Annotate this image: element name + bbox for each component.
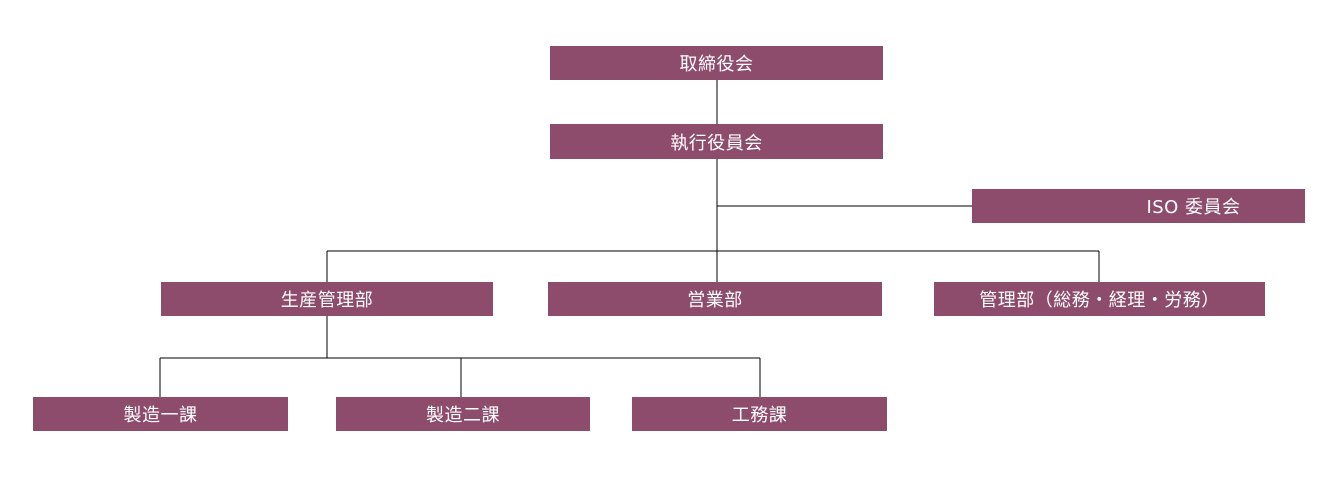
- board-of-directors-label: 取締役会: [679, 54, 754, 75]
- production-management-dept-label: 生産管理部: [280, 290, 374, 311]
- manufacturing-section-2-label: 製造二課: [426, 405, 500, 426]
- engineering-section-box: 工務課: [632, 397, 887, 431]
- production-management-dept-box: 生産管理部: [161, 282, 493, 316]
- sales-dept-label: 営業部: [687, 290, 743, 311]
- manufacturing-section-1-box: 製造一課: [33, 397, 288, 431]
- manufacturing-section-2-box: 製造二課: [336, 397, 590, 431]
- executive-committee-label: 執行役員会: [670, 132, 763, 154]
- board-of-directors-box: 取締役会: [550, 46, 883, 80]
- executive-committee-box: 執行役員会: [550, 124, 883, 159]
- sales-dept-box: 営業部: [548, 282, 882, 316]
- iso-committee-label: ISO 委員会: [1146, 197, 1241, 218]
- manufacturing-section-1-label: 製造一課: [123, 405, 198, 426]
- administration-dept-label: 管理部（総務・経理・労務）: [979, 290, 1220, 311]
- engineering-section-label: 工務課: [731, 405, 788, 426]
- administration-dept-box: 管理部（総務・経理・労務）: [934, 282, 1265, 316]
- iso-committee-box: ISO 委員会: [972, 189, 1305, 223]
